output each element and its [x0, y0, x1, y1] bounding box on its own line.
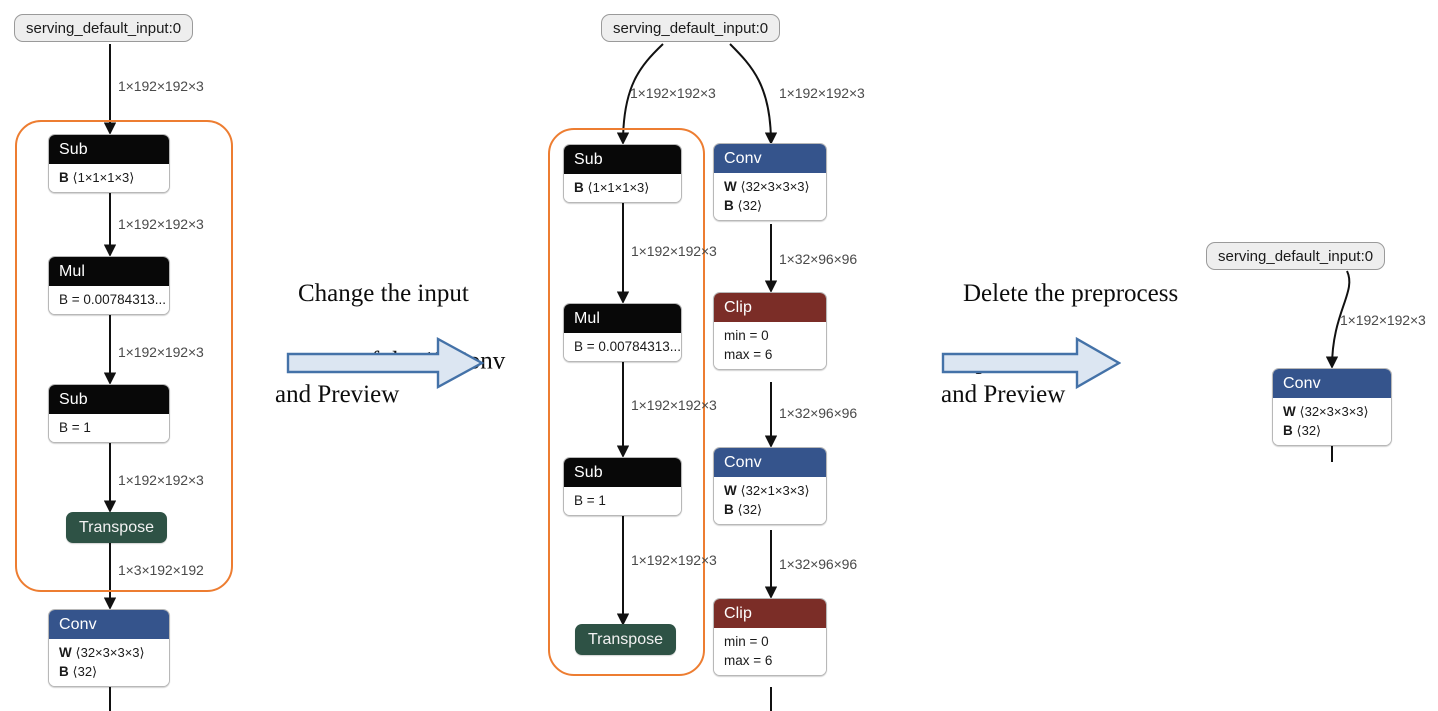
annotation-1-sub: and Preview	[275, 381, 400, 408]
node-body: min = 0 max = 6	[714, 628, 826, 675]
edge-label: 1×192×192×3	[1340, 312, 1426, 328]
node-attr: B ⟨32⟩	[1283, 423, 1322, 438]
node-attr: max = 6	[724, 347, 773, 362]
node-body: W ⟨32×1×3×3⟩ B ⟨32⟩	[714, 477, 826, 524]
node-body: B = 0.00784313...	[49, 286, 169, 314]
node-attr: W ⟨32×3×3×3⟩	[59, 645, 145, 660]
node-conv-1[interactable]: Conv W ⟨32×3×3×3⟩ B ⟨32⟩	[48, 609, 170, 687]
node-attr: B = 1	[574, 493, 606, 508]
edge-label: 1×192×192×3	[118, 472, 204, 488]
node-header: Sub	[564, 458, 681, 487]
node-attr: B ⟨32⟩	[59, 664, 98, 679]
node-sub-1[interactable]: Sub B ⟨1×1×1×3⟩	[48, 134, 170, 193]
node-conv-1[interactable]: Conv W ⟨32×3×3×3⟩ B ⟨32⟩	[1272, 368, 1392, 446]
node-header: Sub	[49, 135, 169, 164]
node-sub-2[interactable]: Sub B = 1	[563, 457, 682, 516]
edge-label: 1×192×192×3	[631, 243, 717, 259]
node-attr: W ⟨32×3×3×3⟩	[724, 179, 810, 194]
edge-label: 1×192×192×3	[630, 85, 716, 101]
node-transpose-1[interactable]: Transpose	[575, 624, 676, 655]
edge-label: 1×32×96×96	[779, 251, 858, 267]
node-conv-1[interactable]: Conv W ⟨32×3×3×3⟩ B ⟨32⟩	[713, 143, 827, 221]
node-header: Conv	[49, 610, 169, 639]
node-transpose-1[interactable]: Transpose	[66, 512, 167, 543]
node-sub-2[interactable]: Sub B = 1	[48, 384, 170, 443]
node-clip-1[interactable]: Clip min = 0 max = 6	[713, 292, 827, 370]
node-body: B = 1	[564, 487, 681, 515]
node-attr: W ⟨32×1×3×3⟩	[724, 483, 810, 498]
node-sub-1[interactable]: Sub B ⟨1×1×1×3⟩	[563, 144, 682, 203]
node-header: Sub	[49, 385, 169, 414]
node-attr: B = 0.00784313...	[59, 292, 166, 307]
node-attr: min = 0	[724, 328, 769, 343]
input-pill-after[interactable]: serving_default_input:0	[1206, 242, 1386, 270]
edge-label: 1×192×192×3	[118, 216, 204, 232]
node-header: Conv	[714, 448, 826, 477]
node-attr: B = 1	[59, 420, 91, 435]
flow-arrow-1	[286, 336, 484, 390]
edge-label: 1×32×96×96	[779, 556, 858, 572]
node-mul-1[interactable]: Mul B = 0.00784313...	[48, 256, 170, 315]
edge-label: 1×192×192×3	[779, 85, 865, 101]
node-attr: B = 0.00784313...	[574, 339, 681, 354]
node-attr: min = 0	[724, 634, 769, 649]
node-header: Mul	[49, 257, 169, 286]
node-header: Clip	[714, 293, 826, 322]
node-body: B = 1	[49, 414, 169, 442]
input-pill-before[interactable]: serving_default_input:0	[14, 14, 194, 42]
node-attr: B ⟨32⟩	[724, 198, 763, 213]
node-clip-2[interactable]: Clip min = 0 max = 6	[713, 598, 827, 676]
node-attr: B ⟨32⟩	[724, 502, 763, 517]
annotation-line-1: Delete the preprocess	[963, 280, 1179, 307]
node-header: Mul	[564, 304, 681, 333]
node-conv-2[interactable]: Conv W ⟨32×1×3×3⟩ B ⟨32⟩	[713, 447, 827, 525]
node-body: W ⟨32×3×3×3⟩ B ⟨32⟩	[1273, 398, 1391, 445]
node-body: B ⟨1×1×1×3⟩	[49, 164, 169, 192]
node-attr: max = 6	[724, 653, 773, 668]
edge-label: 1×192×192×3	[118, 78, 204, 94]
edge-label: 1×192×192×3	[118, 344, 204, 360]
node-attr: B ⟨1×1×1×3⟩	[574, 180, 650, 195]
edge-label: 1×32×96×96	[779, 405, 858, 421]
node-body: W ⟨32×3×3×3⟩ B ⟨32⟩	[714, 173, 826, 220]
flow-arrow-2	[941, 336, 1121, 390]
node-body: W ⟨32×3×3×3⟩ B ⟨32⟩	[49, 639, 169, 686]
node-body: B ⟨1×1×1×3⟩	[564, 174, 681, 202]
node-header: Clip	[714, 599, 826, 628]
node-attr: B ⟨1×1×1×3⟩	[59, 170, 135, 185]
annotation-2-sub: and Preview	[941, 381, 1066, 408]
node-attr: W ⟨32×3×3×3⟩	[1283, 404, 1369, 419]
annotation-line-1: Change the input	[298, 280, 469, 307]
node-header: Conv	[714, 144, 826, 173]
node-body: min = 0 max = 6	[714, 322, 826, 369]
node-mul-1[interactable]: Mul B = 0.00784313...	[563, 303, 682, 362]
node-body: B = 0.00784313...	[564, 333, 681, 361]
node-header: Conv	[1273, 369, 1391, 398]
node-header: Sub	[564, 145, 681, 174]
edge-label: 1×3×192×192	[118, 562, 204, 578]
edge-label: 1×192×192×3	[631, 552, 717, 568]
input-pill-middle[interactable]: serving_default_input:0	[601, 14, 781, 42]
edge-label: 1×192×192×3	[631, 397, 717, 413]
